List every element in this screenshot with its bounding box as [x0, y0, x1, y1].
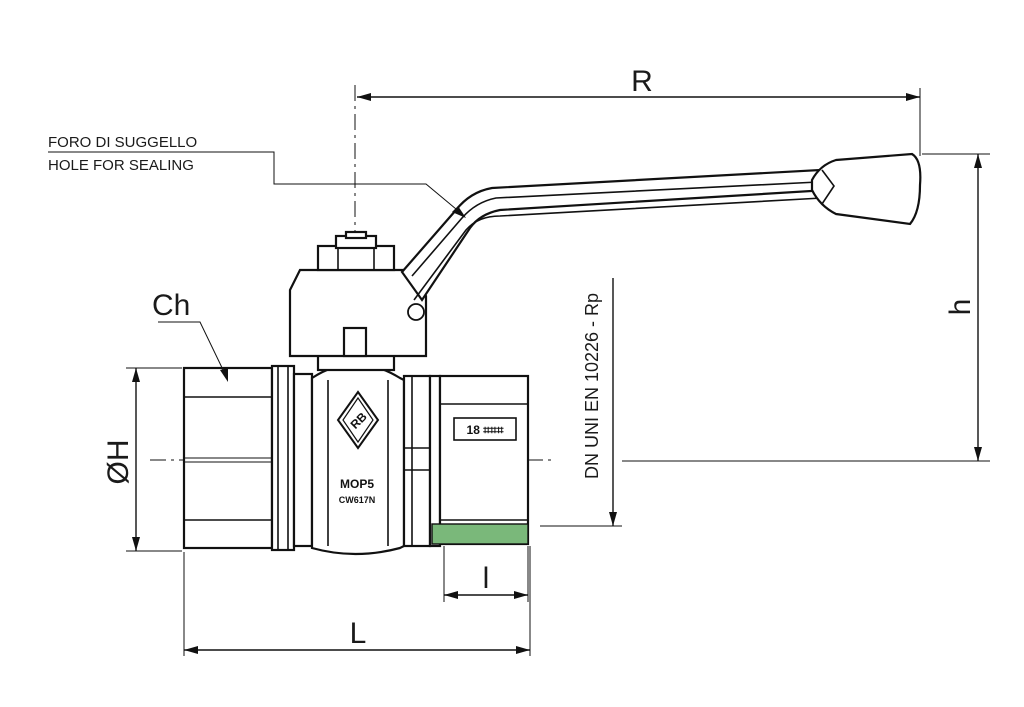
dimension-thread: DN UNI EN 10226 - Rp [540, 278, 622, 527]
dimension-L: L [183, 546, 531, 656]
stem-assembly [288, 230, 428, 372]
dimension-R: R [357, 65, 921, 156]
right-joint [402, 374, 442, 548]
left-hex-end [182, 366, 274, 550]
callout-label-en: HOLE FOR SEALING [48, 157, 194, 174]
label-Ch: Ch [152, 289, 190, 322]
label-R: R [631, 65, 653, 98]
central-body: RB MOP5 CW617N [310, 362, 406, 556]
label-h: h [944, 299, 977, 316]
dimension-h: h [622, 153, 990, 462]
callout-sealing-hole: FORO DI SUGGELLO HOLE FOR SEALING [48, 134, 466, 218]
dimension-Ch: Ch [152, 289, 228, 382]
label-OH: ØH [102, 440, 135, 485]
dimension-OH: ØH [102, 367, 182, 552]
body-collar [270, 364, 314, 552]
right-hex-end: 18 ⌗⌗⌗ [431, 374, 530, 546]
callout-label-it: FORO DI SUGGELLO [48, 134, 197, 151]
lever-handle[interactable] [400, 152, 922, 321]
label-L: L [350, 617, 367, 650]
material-mark: CW617N [339, 495, 376, 505]
thread-highlight [431, 523, 529, 545]
label-thread-spec: DN UNI EN 10226 - Rp [582, 293, 602, 479]
size-mark: 18 ⌗⌗⌗ [467, 423, 504, 437]
mop-mark: MOP5 [340, 477, 374, 491]
dimension-l: l [443, 546, 529, 602]
label-l: l [483, 562, 490, 595]
